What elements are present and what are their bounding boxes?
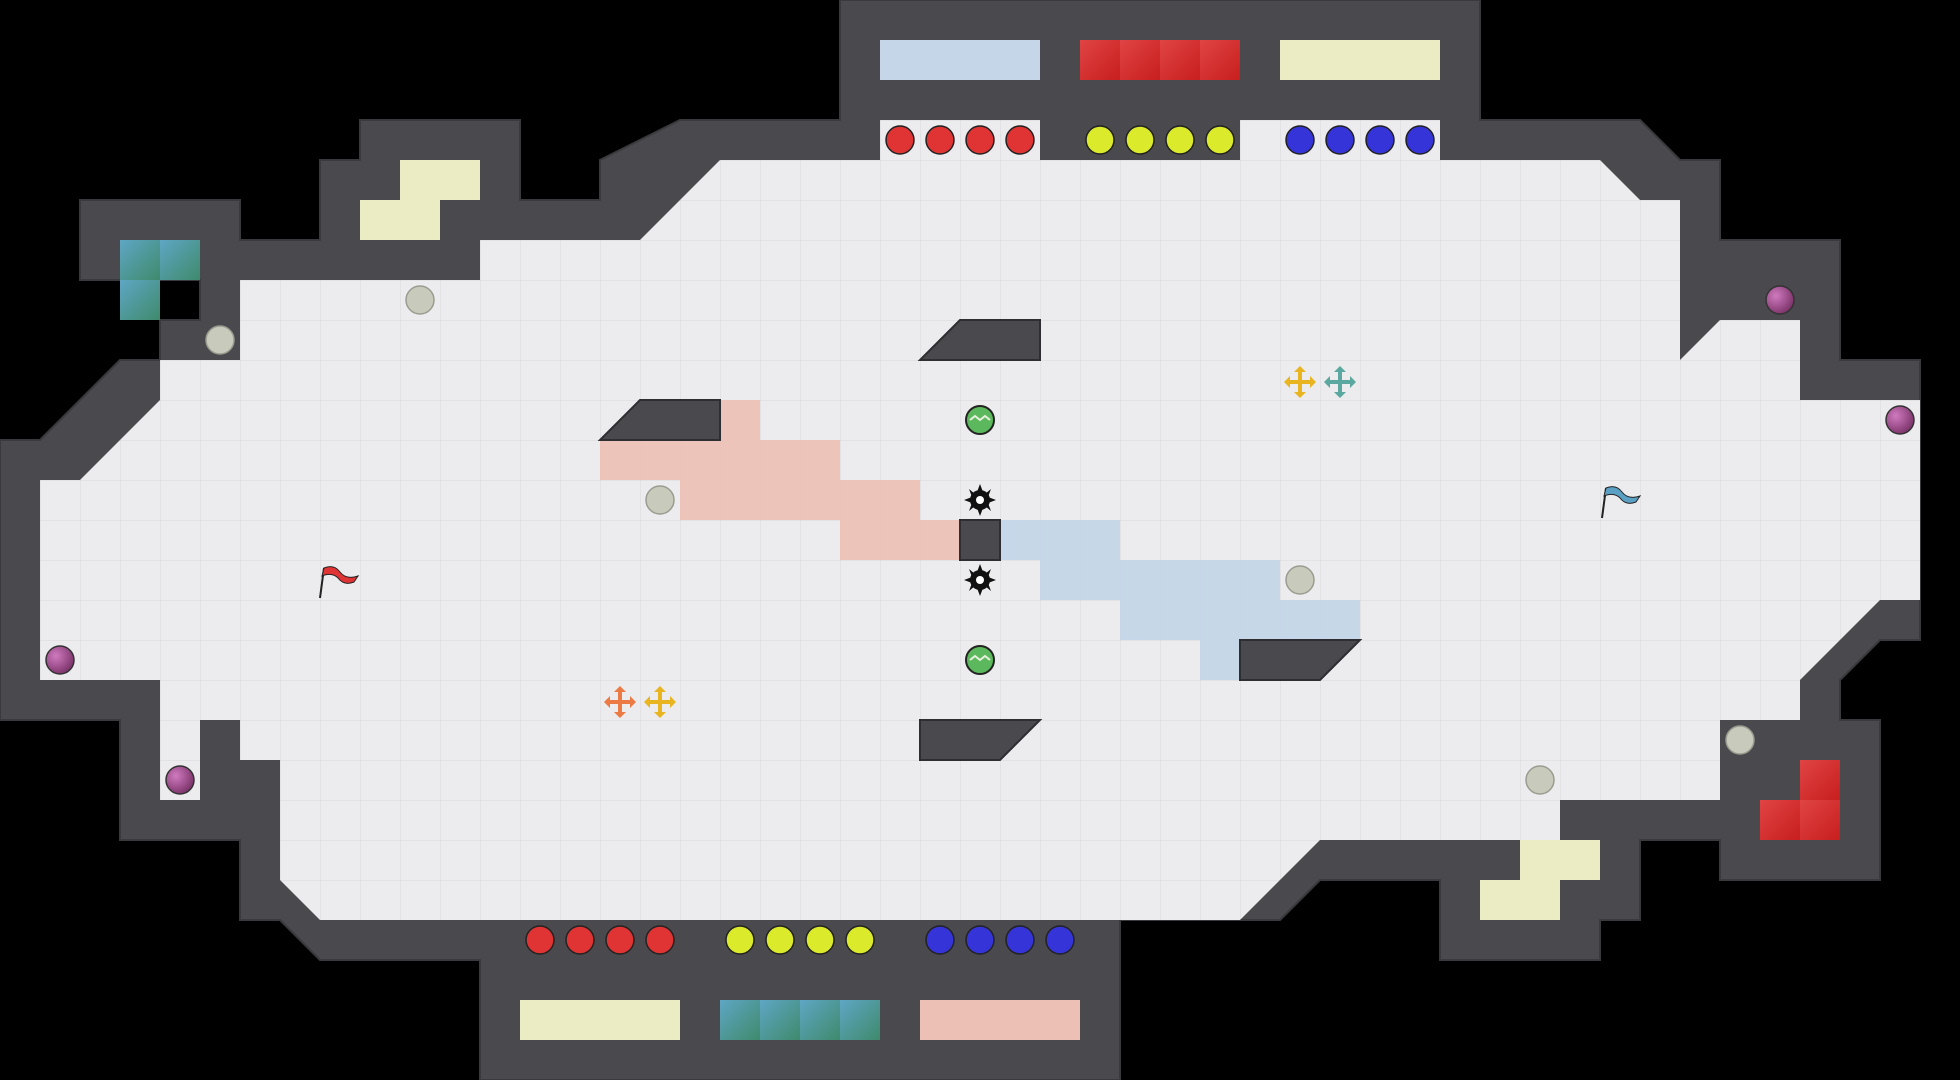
orange-arrows-icon <box>604 686 636 718</box>
bottom-balls <box>525 925 1075 955</box>
blue-flag-icon <box>1601 486 1642 519</box>
red-crate-row-top <box>1080 40 1240 80</box>
red-team-zone <box>600 400 960 560</box>
spike-icon <box>964 484 996 516</box>
bottom-bases <box>520 1000 1080 1040</box>
spike-icon <box>964 564 996 596</box>
bomb-icon <box>965 405 995 435</box>
left-compartments <box>120 160 480 320</box>
blue-team-zone <box>1000 520 1360 680</box>
top-bases <box>880 40 1440 80</box>
bomb-icon <box>965 645 995 675</box>
right-compartments <box>1480 760 1840 920</box>
teal-crate-row-bottom <box>720 1000 880 1040</box>
top-balls <box>885 125 1435 155</box>
red-flag-icon <box>319 566 360 599</box>
yellow-arrows-icon <box>644 686 676 718</box>
yellow-arrows-icon <box>1284 366 1316 398</box>
obstacles <box>597 319 1363 761</box>
portal-orbs <box>45 285 1915 795</box>
teal-arrows-icon <box>1324 366 1356 398</box>
neutral-dots <box>205 285 1755 795</box>
